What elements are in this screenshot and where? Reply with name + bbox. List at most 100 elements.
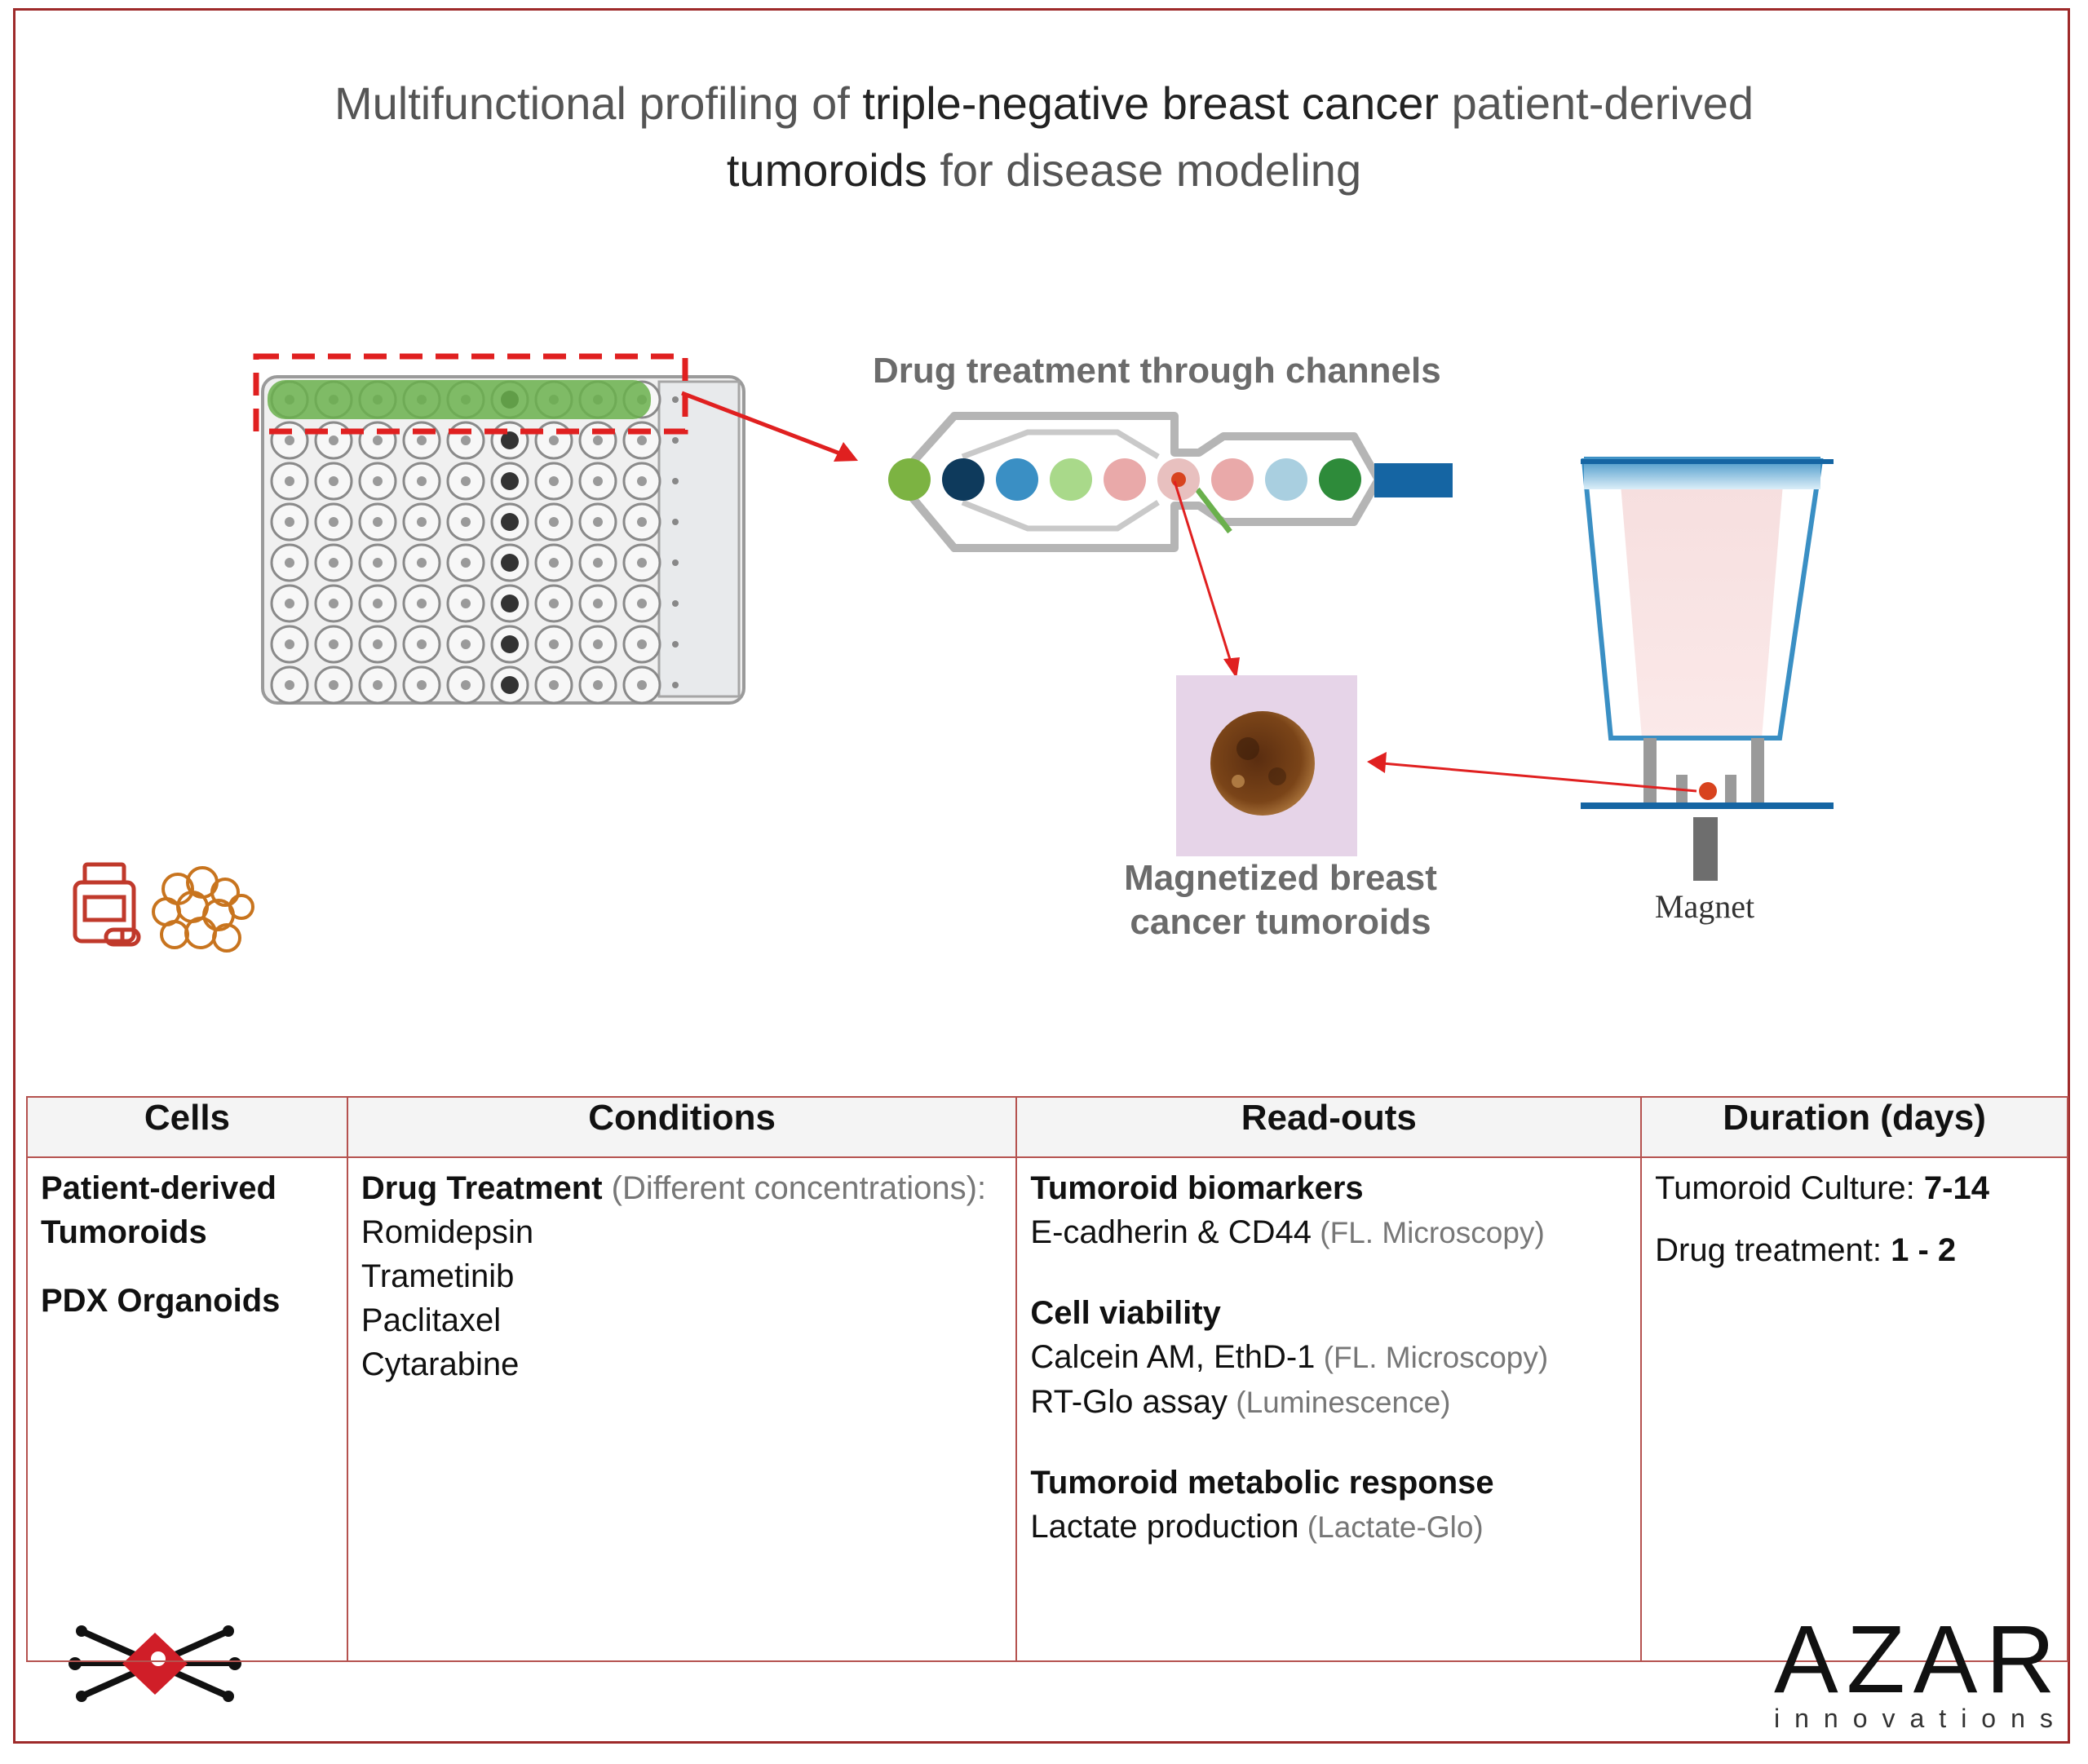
channel-droplet [1050, 458, 1092, 501]
plate-wells [270, 380, 679, 705]
plate-well-center [285, 680, 294, 690]
readout-group-2-line-1: Calcein AM, EthD-1 (FL. Microscopy) [1030, 1335, 1627, 1380]
plate-well-center [593, 476, 603, 486]
tumoroid-spot-a [1236, 737, 1259, 760]
title-prefix: Multifunctional profiling of [334, 77, 863, 129]
plate-well-center [637, 558, 647, 568]
duration-label: Drug treatment: [1655, 1232, 1891, 1268]
plate-well-center [501, 513, 519, 531]
plate-well-center [549, 435, 559, 445]
magnetized-tumoroid [1699, 782, 1717, 800]
reservoir-port [672, 396, 679, 403]
plate-well-center [549, 476, 559, 486]
plate-well-center [501, 676, 519, 694]
conditions-heading: Drug Treatment (Different concentrations… [361, 1166, 1003, 1210]
plate-well-center [501, 431, 519, 449]
plate-well-center [373, 639, 383, 649]
plate-well-center [549, 680, 559, 690]
channel-tumoroid [1171, 472, 1186, 487]
plate-well-center [285, 517, 294, 527]
title-bold-term: triple-negative breast cancer [862, 77, 1440, 129]
readout-note: (FL. Microscopy) [1315, 1341, 1549, 1374]
readout-text: Lactate production [1030, 1509, 1299, 1545]
protocol-table: Cells Conditions Read-outs Duration (day… [26, 1096, 2068, 1662]
plate-well-center [593, 599, 603, 608]
plate-well-center [637, 435, 647, 445]
plate-well-center [549, 599, 559, 608]
title-bold-term-2: tumoroids [726, 144, 927, 196]
plate-well-center [637, 639, 647, 649]
conditions-heading-text: Drug Treatment [361, 1170, 603, 1206]
plate-well-center [501, 554, 519, 572]
table-row: Patient-derived Tumoroids PDX Organoids … [26, 1156, 2068, 1662]
magnetized-label-line-1: Magnetized breast [1124, 858, 1437, 898]
channel-droplet [1211, 458, 1254, 501]
funnel-post-right [1751, 738, 1764, 803]
plate-well-center [461, 639, 471, 649]
spacer [41, 1254, 334, 1279]
conditions-column: Drug Treatment (Different concentrations… [346, 1156, 1018, 1662]
channel-inner-lower [961, 499, 1160, 532]
green-inlet-line [1195, 487, 1232, 534]
plate-well-center [329, 558, 338, 568]
header-duration: Duration (days) [1640, 1096, 2068, 1158]
plate-well-center [501, 635, 519, 653]
plate-well-center [285, 476, 294, 486]
plate-well-center [373, 558, 383, 568]
drug-item: Paclitaxel [361, 1302, 502, 1338]
plate-well-center [417, 680, 427, 690]
duration-label: Tumoroid Culture: [1655, 1170, 1924, 1206]
channel-droplet [1265, 458, 1307, 501]
duration-line-1: Tumoroid Culture: 7-14 [1655, 1166, 2054, 1210]
arrow-channel-to-tumoroid [1173, 480, 1233, 665]
funnel-post-left [1643, 738, 1657, 803]
readout-text: E-cadherin & CD44 [1030, 1214, 1312, 1250]
plate-well-center [593, 639, 603, 649]
plate-well-center [417, 476, 427, 486]
readout-text: RT-Glo assay [1030, 1384, 1228, 1420]
plate-well-center [637, 517, 647, 527]
plate-well-center [637, 476, 647, 486]
magnetized-tumoroids-label: Magnetized breast cancer tumoroids [1085, 856, 1476, 944]
medicine-bottle-icon [73, 862, 141, 947]
drug-item: Cytarabine [361, 1346, 520, 1382]
green-highlight-row [268, 380, 651, 419]
plate-well-center [461, 558, 471, 568]
tumoroid-micrograph [1176, 675, 1357, 856]
readouts-column: Tumoroid biomarkers E-cadherin & CD44 (F… [1015, 1156, 1643, 1662]
tumoroid-spot-b [1268, 767, 1286, 785]
funnel-post-mid-right [1725, 775, 1736, 803]
arrow-funnel-to-tumoroid [1382, 762, 1697, 793]
plate-well-center [417, 435, 427, 445]
cell-cluster-icon [152, 866, 254, 953]
drug-item: Trametinib [361, 1258, 515, 1294]
plate-well-center [593, 517, 603, 527]
readout-group-3-title: Tumoroid metabolic response [1030, 1465, 1494, 1501]
plate-well-center [417, 639, 427, 649]
cells-item-1-line-2: Tumoroids [41, 1214, 207, 1250]
plate-well-center [461, 517, 471, 527]
duration-value: 7-14 [1923, 1170, 1989, 1206]
plate-well-center [373, 435, 383, 445]
plate-well-center [417, 517, 427, 527]
title-line-1: Multifunctional profiling of triple-nega… [0, 70, 2088, 137]
plate-well-center [285, 639, 294, 649]
plate-well-center [285, 599, 294, 608]
reservoir-port [672, 559, 679, 566]
arrowhead-micrograph [1367, 752, 1387, 773]
readout-note: (Luminescence) [1227, 1386, 1451, 1419]
magnet-label: Magnet [1654, 888, 1755, 925]
plate-well-center [285, 435, 294, 445]
outlet-block [1374, 463, 1453, 497]
plate-well-center [593, 435, 603, 445]
spacer [1655, 1210, 2054, 1228]
azar-logo-subtitle: innovations [1774, 1704, 2068, 1733]
azar-logo-name: AZAR [1774, 1606, 2064, 1713]
channel-droplet [942, 458, 984, 501]
arrowhead-tumoroid [1223, 657, 1240, 679]
plate-well-center [329, 517, 338, 527]
plate-well-center [637, 599, 647, 608]
plate-well-center [373, 599, 383, 608]
reservoir-port [672, 682, 679, 688]
